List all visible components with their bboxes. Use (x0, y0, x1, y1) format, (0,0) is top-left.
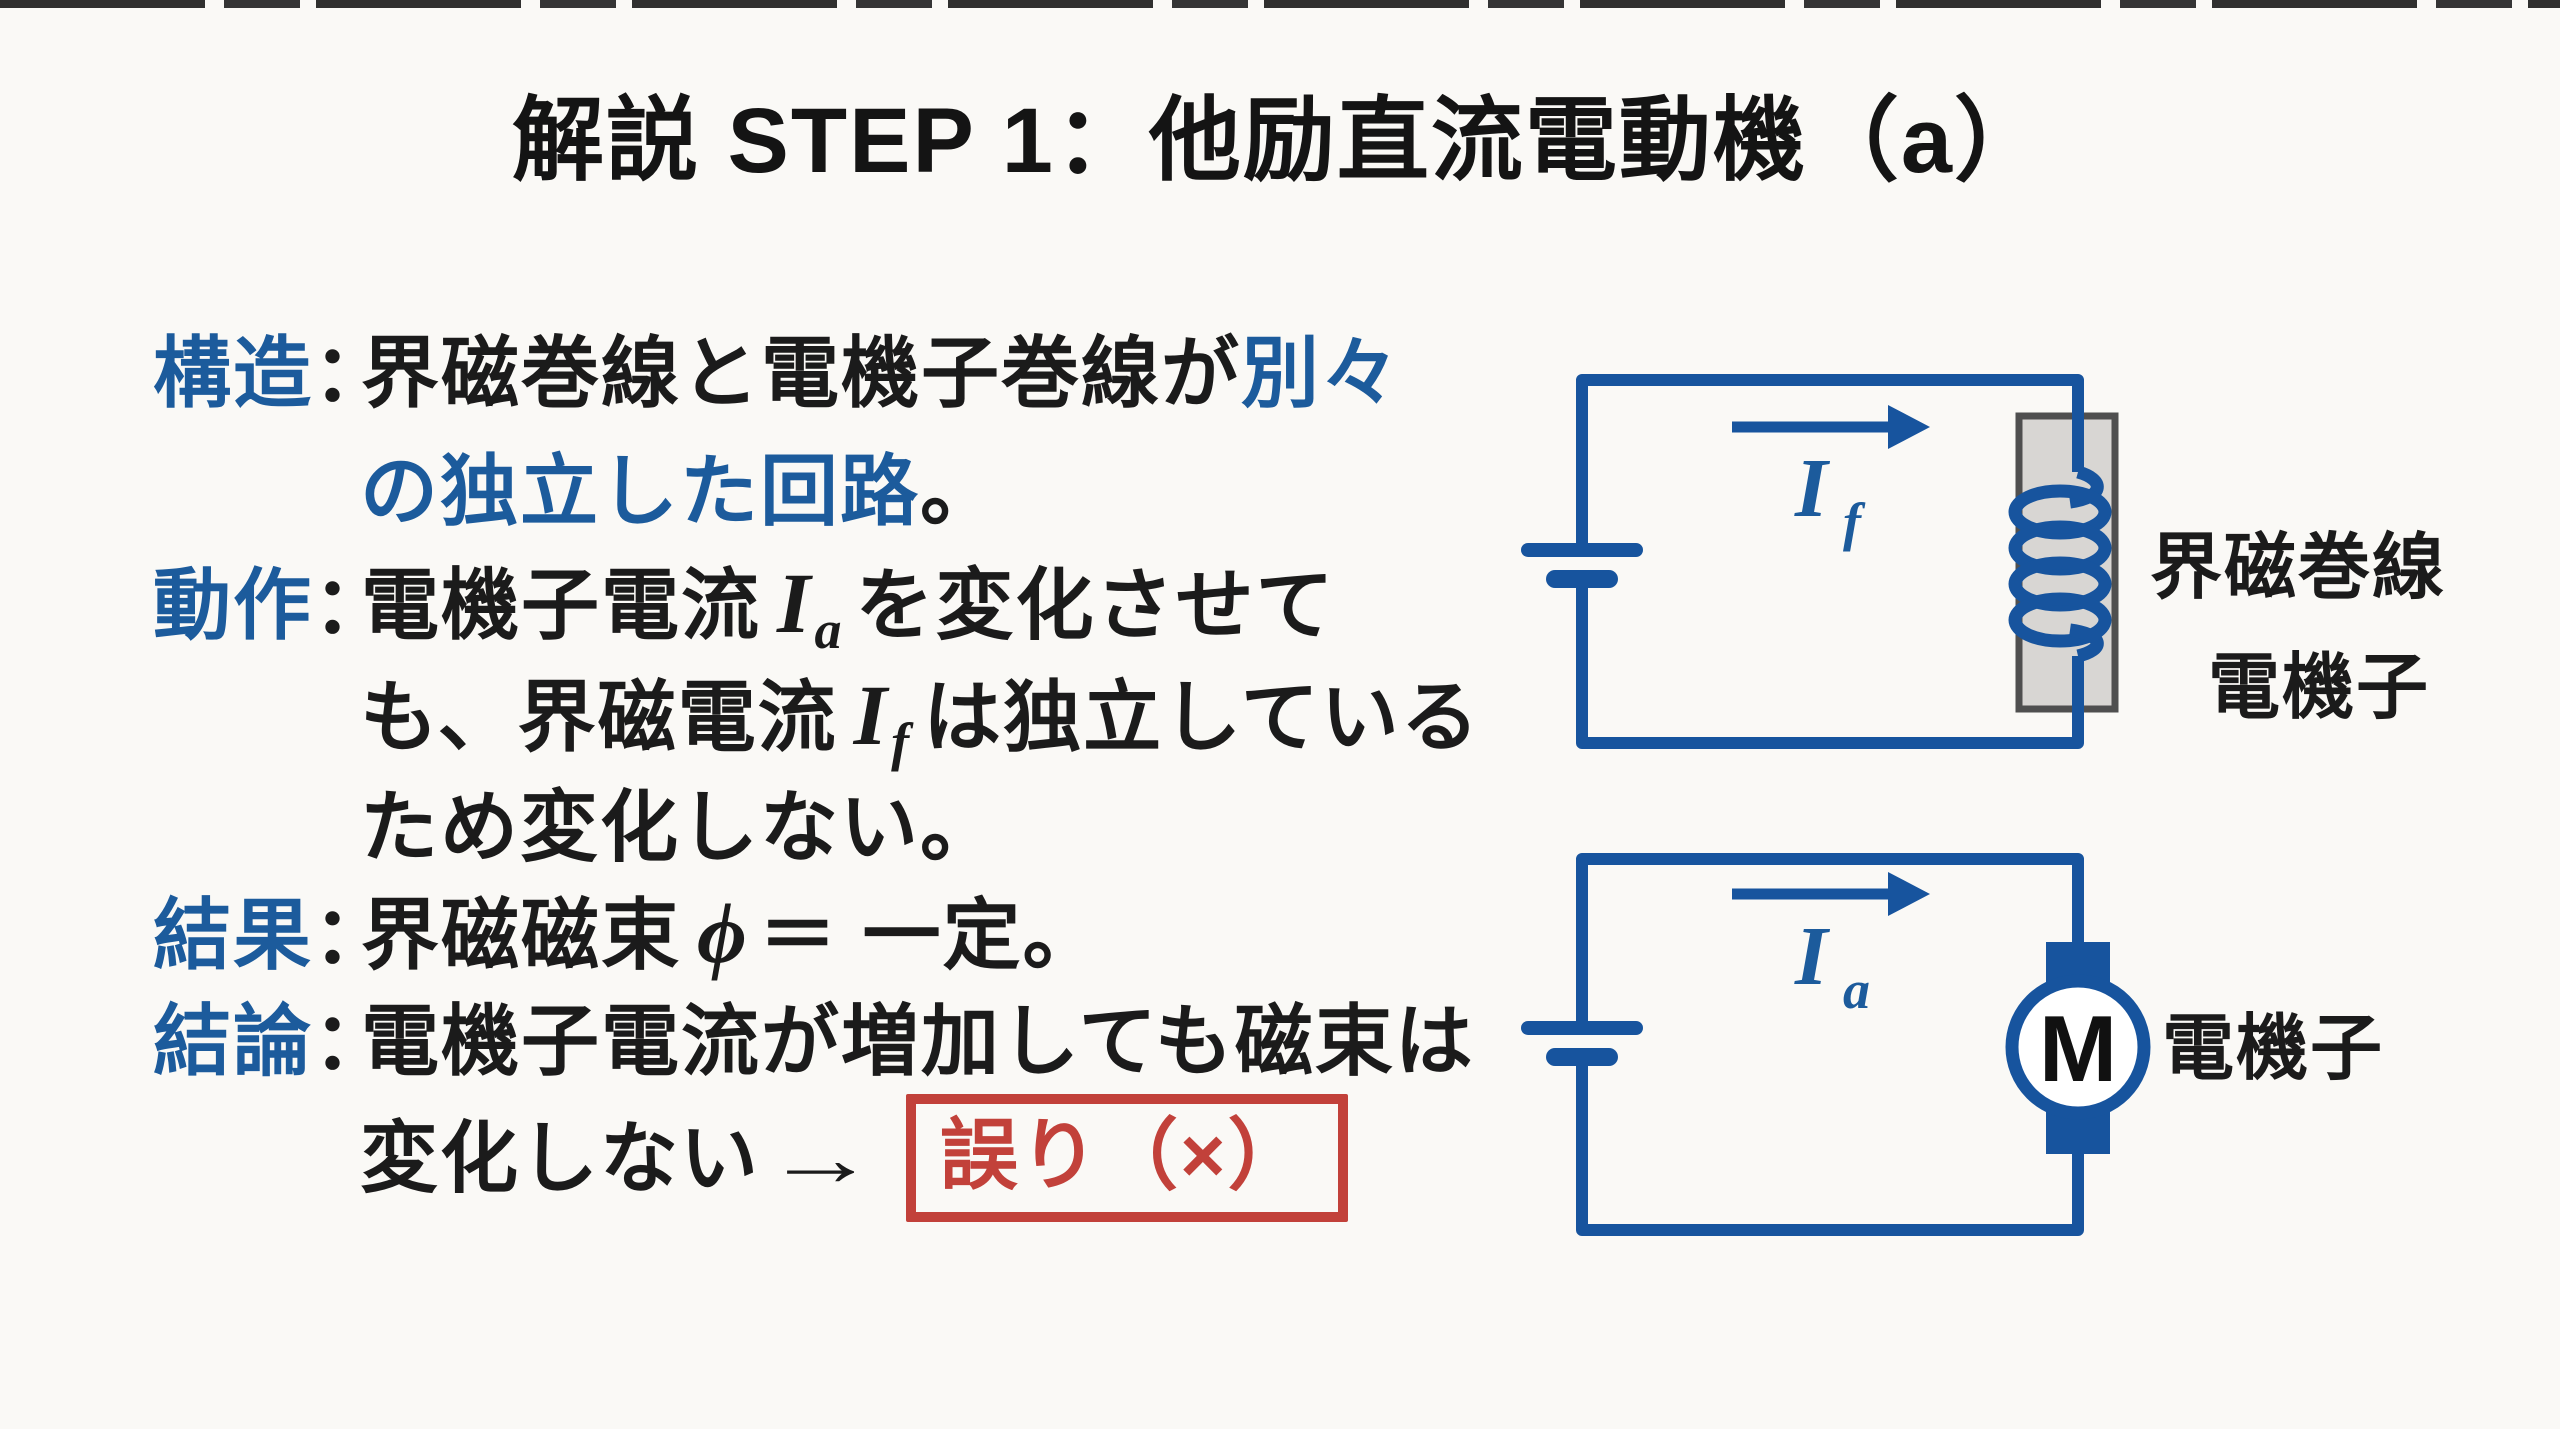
note-text-highlight: の独立した回路 (360, 447, 921, 535)
note-label: 結論 (153, 997, 314, 1085)
current-arrow-icon (1732, 405, 1930, 449)
note-line-conclusion-cont: 変化しない → 誤り（×） (360, 1090, 1348, 1226)
top-edge-artifact (0, 0, 2560, 8)
field-circuit-diagram: I f 界磁巻線 電機子 (1521, 374, 2446, 749)
note-text: を変化させて (855, 561, 1336, 649)
note-colon: ： (313, 891, 394, 979)
armature-circuit-diagram: I a M 電機子 (1521, 853, 2384, 1236)
note-line-structure: 構造：界磁巻線と電機子巻線が別々 (153, 330, 1401, 416)
current-symbol: I (1794, 910, 1831, 1003)
inductor-icon (2008, 465, 2112, 663)
motor-icon: M (2005, 942, 2151, 1154)
math-symbol-phi: ϕ (697, 885, 747, 981)
note-colon: ： (313, 329, 394, 417)
error-badge-label: 誤り（×） (940, 1111, 1308, 1199)
motor-letter: M (2039, 996, 2117, 1101)
field-winding-label: 界磁巻線 (2150, 528, 2446, 608)
math-subscript-a: a (814, 600, 842, 660)
note-label: 結果 (153, 891, 314, 979)
note-text: 電機子電流が増加しても磁束は (361, 997, 1475, 1085)
note-label: 構造 (153, 329, 314, 417)
current-subscript: f (1843, 492, 1866, 552)
note-text: 界磁巻線と電機子巻線が (361, 329, 1242, 417)
note-text: ＝ 一定。 (758, 891, 1103, 979)
note-line-structure-cont: の独立した回路。 (360, 448, 1000, 534)
note-colon: ： (313, 997, 394, 1085)
current-arrow-icon (1732, 872, 1930, 916)
note-text: は独立している (923, 673, 1481, 761)
error-badge: 誤り（×） (906, 1094, 1348, 1222)
armature-label: 電機子 (2208, 648, 2430, 728)
circuit-wire (1576, 374, 2084, 749)
math-subscript-f: f (891, 712, 910, 772)
note-text-highlight: 別々 (1241, 329, 1402, 417)
math-symbol-If: I (853, 667, 888, 763)
note-text: 。 (920, 447, 1001, 535)
note-text: も、界磁電流 (360, 673, 838, 761)
note-label: 動作 (153, 561, 314, 649)
note-colon: ： (313, 561, 394, 649)
note-line-operation-cont2: ため変化しない。 (360, 784, 1000, 870)
note-text: ため変化しない。 (360, 783, 1001, 871)
current-subscript: a (1843, 960, 1870, 1020)
right-arrow-icon: → (764, 1114, 881, 1202)
note-line-conclusion: 結論：電機子電流が増加しても磁束は (153, 998, 1475, 1084)
circuit-wire (1576, 853, 2084, 1236)
note-text: 電機子電流 (361, 561, 762, 649)
battery-icon (1521, 543, 1643, 588)
page-title: 解説 STEP 1：他励直流電動機（a） (511, 90, 2049, 192)
math-symbol-Ia: I (777, 555, 811, 651)
battery-icon (1521, 1021, 1643, 1066)
note-text: 界磁磁束 (361, 891, 682, 979)
note-text: 変化しない (360, 1114, 761, 1202)
armature-label: 電機子 (2162, 1009, 2384, 1089)
current-symbol: I (1794, 442, 1831, 535)
